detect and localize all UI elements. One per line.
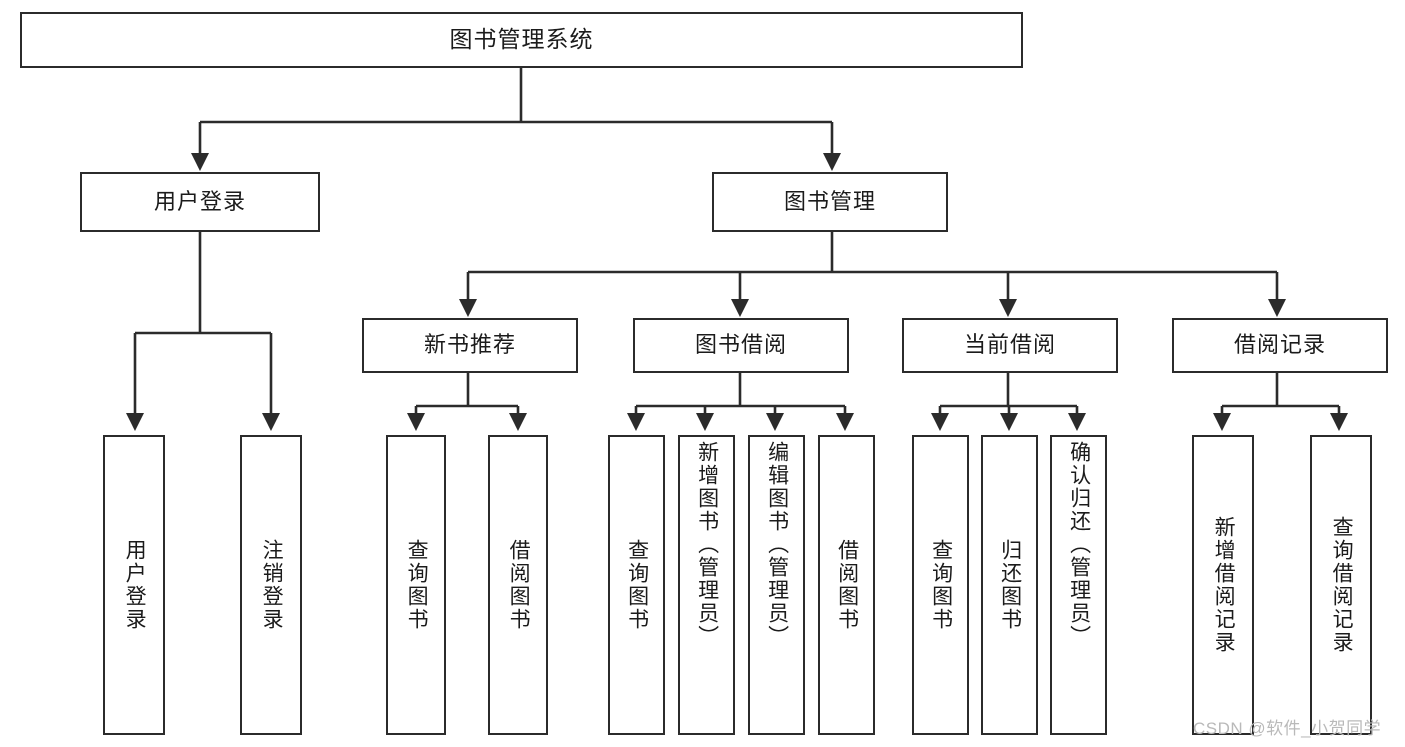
node-new-book-recommend[interactable]: 新书推荐 (362, 318, 578, 373)
leaf-user-login-signout[interactable]: 注销登录 (240, 435, 302, 735)
leaf-borrow-record-add-record[interactable]: 新增借阅记录 (1192, 435, 1254, 735)
node-current-borrow[interactable]: 当前借阅 (902, 318, 1118, 373)
node-label: 借阅图书 (835, 539, 859, 631)
node-root-library-system[interactable]: 图书管理系统 (20, 12, 1023, 68)
csdn-watermark: CSDN @软件_小贺同学 (1193, 719, 1382, 738)
node-label: 图书借阅 (694, 332, 787, 358)
node-label: 新增图书（管理员） (695, 441, 719, 648)
node-label: 查询图书 (929, 539, 953, 631)
leaf-book-borrow-add-book-admin[interactable]: 新增图书（管理员） (678, 435, 735, 735)
node-book-management[interactable]: 图书管理 (712, 172, 948, 232)
leaf-new-book-query-books[interactable]: 查询图书 (386, 435, 446, 735)
node-label: 查询借阅记录 (1330, 516, 1354, 654)
node-label: 当前借阅 (963, 332, 1056, 358)
leaf-book-borrow-query-books[interactable]: 查询图书 (608, 435, 665, 735)
node-label: 查询图书 (405, 539, 429, 631)
node-label: 图书管理系统 (449, 26, 594, 53)
node-borrow-record[interactable]: 借阅记录 (1172, 318, 1388, 373)
leaf-current-borrow-confirm-return-admin[interactable]: 确认归还（管理员） (1050, 435, 1107, 735)
node-label: 编辑图书（管理员） (765, 441, 789, 648)
node-user-login[interactable]: 用户登录 (80, 172, 320, 232)
leaf-current-borrow-query-books[interactable]: 查询图书 (912, 435, 969, 735)
leaf-current-borrow-return-books[interactable]: 归还图书 (981, 435, 1038, 735)
node-label: 确认归还（管理员） (1067, 441, 1091, 648)
leaf-user-login-signin[interactable]: 用户登录 (103, 435, 165, 735)
leaf-borrow-record-query-record[interactable]: 查询借阅记录 (1310, 435, 1372, 735)
node-label: 用户登录 (123, 539, 147, 631)
node-label: 归还图书 (998, 539, 1022, 631)
node-label: 注销登录 (260, 539, 284, 631)
leaf-book-borrow-borrow-books[interactable]: 借阅图书 (818, 435, 875, 735)
node-book-borrow[interactable]: 图书借阅 (633, 318, 849, 373)
node-label: 图书管理 (783, 188, 876, 214)
node-label: 借阅图书 (507, 539, 531, 631)
node-label: 借阅记录 (1233, 332, 1326, 358)
node-label: 查询图书 (625, 539, 649, 631)
leaf-book-borrow-edit-book-admin[interactable]: 编辑图书（管理员） (748, 435, 805, 735)
leaf-new-book-borrow-books[interactable]: 借阅图书 (488, 435, 548, 735)
node-label: 新书推荐 (423, 332, 516, 358)
node-label: 新增借阅记录 (1212, 516, 1236, 654)
node-label: 用户登录 (153, 188, 246, 214)
